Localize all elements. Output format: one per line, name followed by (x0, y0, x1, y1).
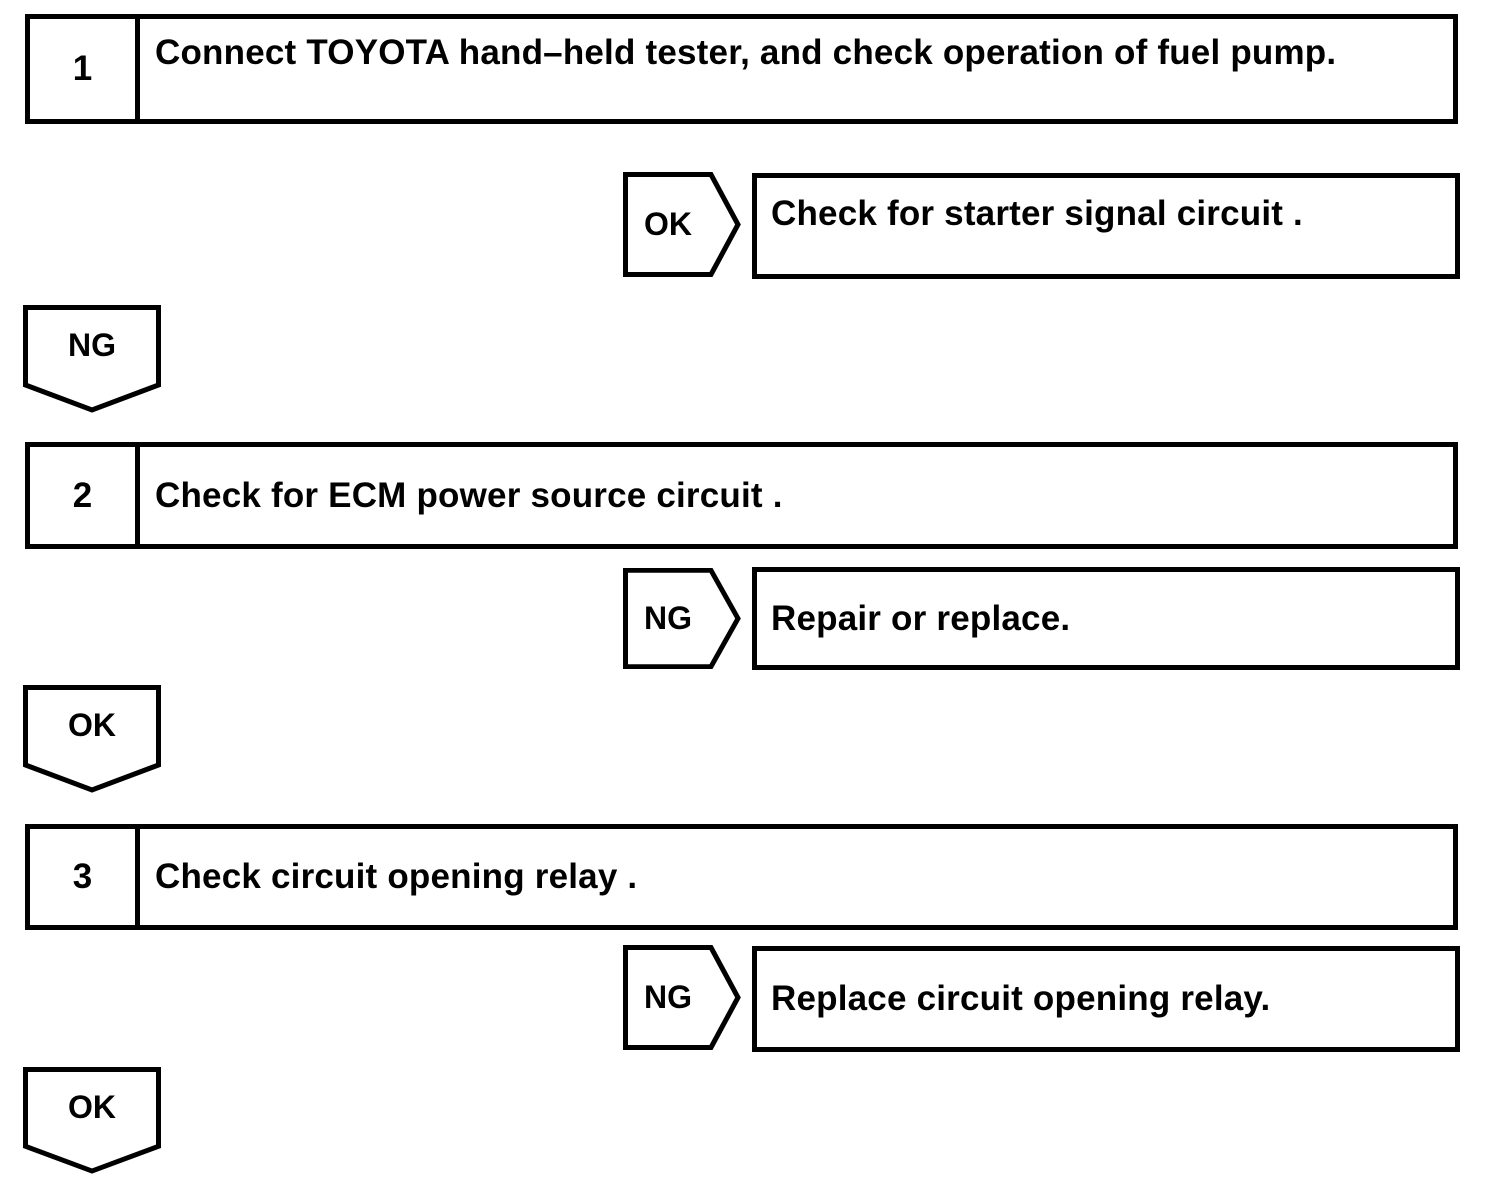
pentagon-right-icon (623, 568, 741, 669)
connector-label: NG (68, 326, 116, 363)
pentagon-down-icon (23, 685, 161, 793)
pentagon-right-icon (623, 172, 741, 277)
connector-label: NG (644, 979, 692, 1015)
step-row-3: 3 Check circuit opening relay . (25, 824, 1458, 930)
step-row-1: 1 Connect TOYOTA hand–held tester, and c… (25, 14, 1458, 124)
step-instruction: Check circuit opening relay . (155, 857, 638, 896)
step-number-cell: 1 (30, 19, 140, 119)
pentagon-right-icon (623, 945, 741, 1050)
ng-connector-down: NG (23, 305, 161, 413)
ok-connector-down: OK (23, 1067, 161, 1174)
step-instruction: Connect TOYOTA hand–held tester, and che… (155, 33, 1337, 72)
step-number-cell: 2 (30, 447, 140, 544)
ng-connector-right: NG (623, 945, 741, 1050)
step-number: 2 (72, 475, 93, 515)
step-number-cell: 3 (30, 829, 140, 925)
action-box-1: Check for starter signal circuit . (752, 173, 1460, 279)
step-number: 3 (72, 857, 93, 896)
action-box-2: Repair or replace. (752, 567, 1460, 670)
step-instruction: Check for ECM power source circuit . (155, 475, 783, 515)
ok-connector-down: OK (23, 685, 161, 793)
ok-connector-right: OK (623, 172, 741, 277)
pentagon-down-icon (23, 305, 161, 413)
connector-label: NG (644, 600, 692, 636)
connector-label: OK (644, 206, 692, 242)
action-box-3: Replace circuit opening relay. (752, 946, 1460, 1052)
pentagon-down-icon (23, 1067, 161, 1174)
action-text: Replace circuit opening relay. (771, 979, 1271, 1018)
step-number: 1 (72, 49, 93, 88)
action-text: Repair or replace. (771, 598, 1071, 638)
action-text: Check for starter signal circuit . (771, 194, 1303, 233)
ng-connector-right: NG (623, 568, 741, 669)
connector-label: OK (68, 706, 116, 743)
step-row-2: 2 Check for ECM power source circuit . (25, 442, 1458, 549)
connector-label: OK (68, 1088, 116, 1125)
